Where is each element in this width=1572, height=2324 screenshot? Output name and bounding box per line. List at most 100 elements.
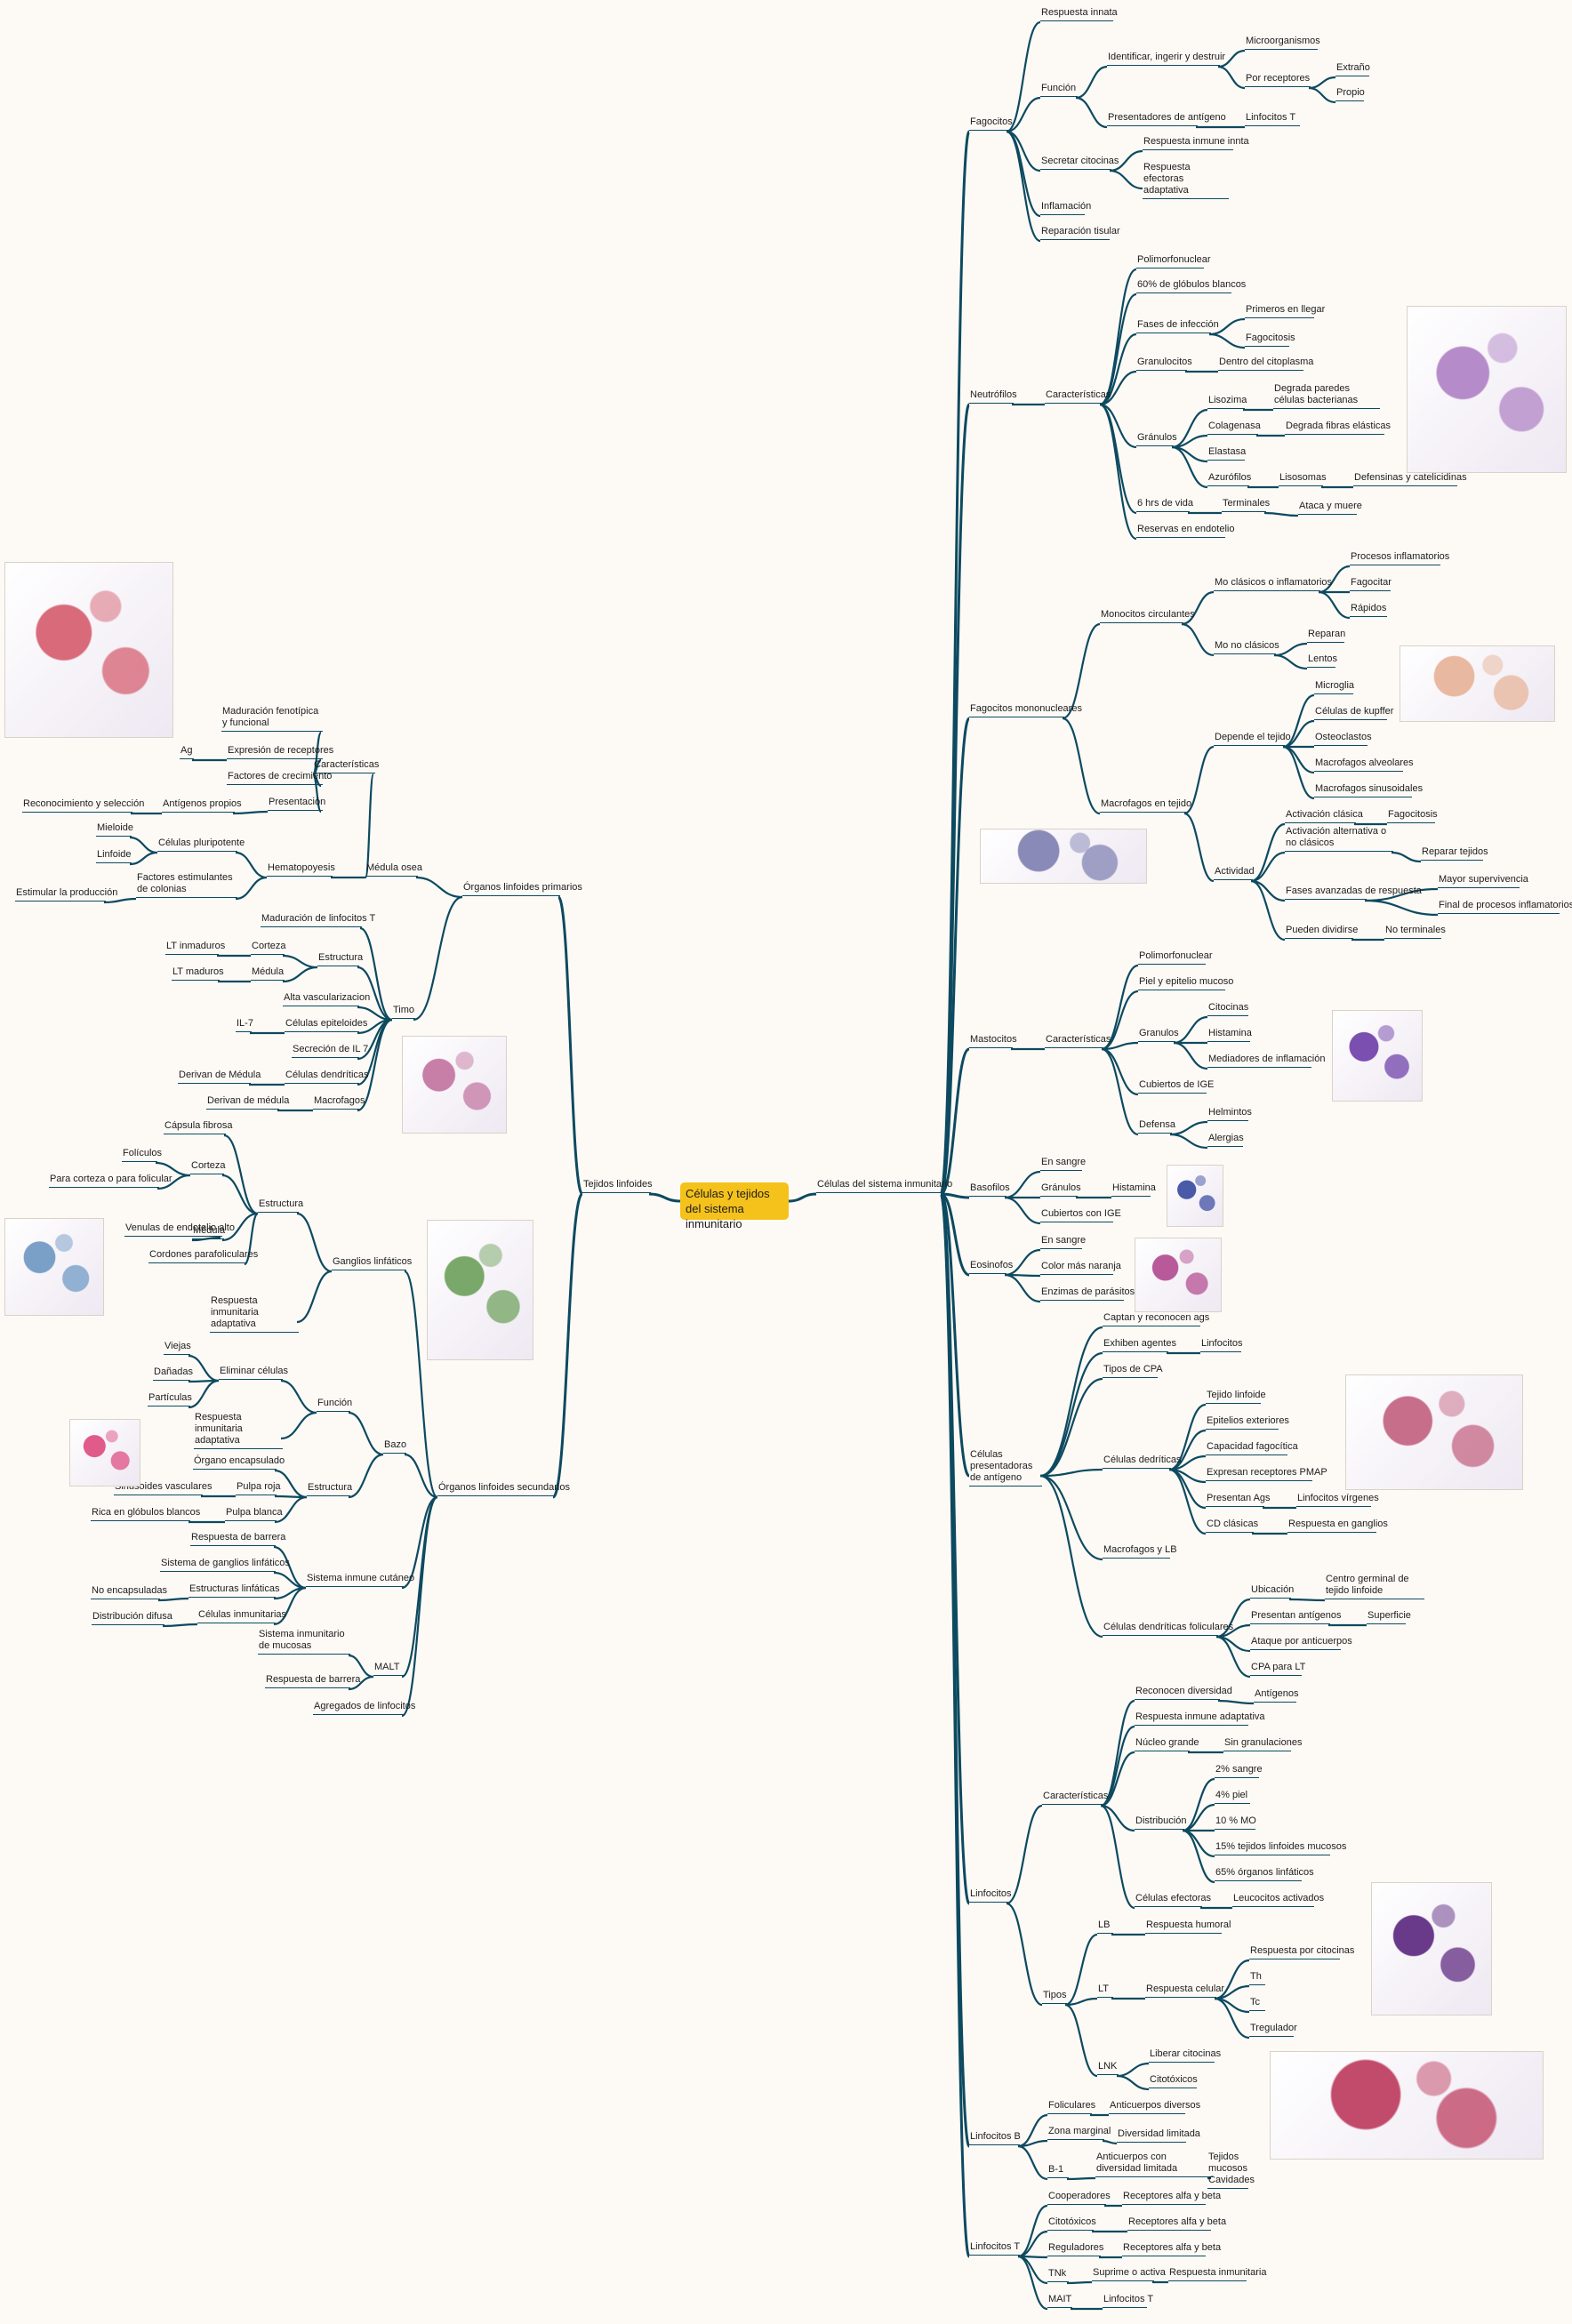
mind-map-node[interactable]: Dentro del citoplasma (1218, 357, 1313, 371)
mind-map-node[interactable]: Degrada fibras elásticas (1285, 421, 1391, 435)
mind-map-node[interactable]: Mieloide (96, 822, 133, 837)
mind-map-node[interactable]: Respuesta inmunitaria adaptativa (194, 1412, 283, 1449)
mind-map-node[interactable]: TNk (1047, 2268, 1069, 2282)
mind-map-node[interactable]: Anticuerpos diversos (1109, 2100, 1200, 2114)
mind-map-node[interactable]: Dañadas (153, 1366, 193, 1381)
mind-map-node[interactable]: Tc (1249, 1997, 1265, 2011)
mind-map-node[interactable]: Mayor supervivencia (1438, 874, 1528, 888)
mind-map-node[interactable]: Piel y epitelio mucoso (1138, 976, 1233, 990)
mind-map-node[interactable]: LB (1097, 1919, 1113, 1934)
mind-map-node[interactable]: Respuesta inmunitaria (1168, 2267, 1266, 2281)
mind-map-node[interactable]: Zona marginal (1047, 2126, 1111, 2140)
mind-map-node[interactable]: B-1 (1047, 2164, 1069, 2178)
mind-map-node[interactable]: Neutrófilos (969, 389, 1017, 404)
mind-map-node[interactable]: Capacidad fagocítica (1206, 1441, 1298, 1455)
mind-map-node[interactable]: Ag (180, 745, 194, 759)
mind-map-node[interactable]: Respuesta innata (1040, 7, 1118, 21)
mind-map-node[interactable]: Células presentadoras de antígeno (969, 1449, 1042, 1487)
mind-map-node[interactable]: Fases avanzadas de respuesta (1285, 886, 1422, 900)
mind-map-node[interactable]: 2% sangre (1215, 1764, 1263, 1778)
mind-map-node[interactable]: Presentan antígenos (1250, 1610, 1342, 1624)
mind-map-node[interactable]: Citotóxicos (1047, 2216, 1096, 2231)
mind-map-node[interactable]: Identificar, ingerir y destruir (1107, 52, 1225, 66)
mind-map-node[interactable]: Mo no clásicos (1214, 640, 1279, 654)
mind-map-node[interactable]: Células dendríticas (285, 1070, 369, 1084)
mind-map-node[interactable]: Características (313, 759, 379, 773)
mind-map-node[interactable]: Sistema de ganglios linfáticos (160, 1558, 290, 1572)
mind-map-node[interactable]: No terminales (1384, 925, 1446, 939)
mind-map-node[interactable]: Macrofagos sinusoidales (1314, 783, 1423, 797)
mind-map-node[interactable]: Ubicación (1250, 1584, 1294, 1599)
mind-map-node[interactable]: Reparación tisular (1040, 226, 1120, 240)
mind-map-node[interactable]: Elastasa (1207, 446, 1246, 461)
mind-map-node[interactable]: Helmintos (1207, 1107, 1252, 1121)
mind-map-node[interactable]: Médula (251, 966, 285, 981)
mind-map-node[interactable]: Fagocitos mononucleares (969, 703, 1082, 717)
mind-map-node[interactable]: Linfocitos B (969, 2131, 1021, 2145)
mind-map-node[interactable]: Derivan de médula (206, 1095, 289, 1110)
mind-map-node[interactable]: Ganglios linfáticos (332, 1256, 412, 1270)
mind-map-node[interactable]: Mo clásicos o inflamatorios (1214, 577, 1332, 591)
mind-map-node[interactable]: Epitelios exteriores (1206, 1415, 1289, 1430)
mind-map-node[interactable]: Estructuras linfáticas (188, 1583, 279, 1598)
mind-map-node[interactable]: MALT (373, 1662, 404, 1676)
mind-map-node[interactable]: Lentos (1307, 653, 1337, 668)
mind-map-node[interactable]: Expresión de receptores (227, 745, 333, 759)
mind-map-node[interactable]: Cápsula fibrosa (164, 1120, 232, 1134)
mind-map-node[interactable]: Respuesta celular (1145, 1983, 1224, 1998)
mind-map-node[interactable]: LT inmaduros (165, 941, 225, 955)
mind-map-node[interactable]: Antígenos (1254, 1688, 1299, 1703)
mind-map-node[interactable]: Tipos (1042, 1990, 1067, 2004)
mind-map-node[interactable]: Propio (1335, 87, 1365, 101)
mind-map-node[interactable]: Tregulador (1249, 2023, 1297, 2037)
mind-map-node[interactable]: Procesos inflamatorios (1350, 551, 1449, 565)
mind-map-node[interactable]: Linfoide (96, 849, 132, 863)
mind-map-node[interactable]: Cubiertos de IGE (1138, 1079, 1214, 1094)
mind-map-node[interactable]: Histamina (1111, 1182, 1156, 1197)
mind-map-node[interactable]: Reparan (1307, 629, 1345, 643)
mind-map-node[interactable]: Secreción de IL 7 (292, 1044, 368, 1058)
mind-map-node[interactable]: Diversidad limitada (1117, 2128, 1200, 2143)
mind-map-node[interactable]: Factores estimulantes de colonias (136, 872, 237, 898)
mind-map-node[interactable]: En sangre (1040, 1235, 1086, 1249)
mind-map-node[interactable]: Gránulos (1040, 1182, 1081, 1197)
mind-map-node[interactable]: Estimular la producción (15, 887, 117, 902)
mind-map-node[interactable]: Respuesta inmune adaptativa (1135, 1711, 1265, 1726)
mind-map-node[interactable]: Enzimas de parásitos (1040, 1286, 1135, 1301)
mind-map-node[interactable]: Secretar citocinas (1040, 156, 1119, 170)
mind-map-node[interactable]: Médula osea (365, 862, 422, 877)
mind-map-node[interactable]: Hematopoyesis (267, 862, 335, 877)
mind-map-node[interactable]: Fagocitos (969, 116, 1013, 131)
mind-map-node[interactable]: Ataque por anticuerpos (1250, 1636, 1352, 1650)
mind-map-node[interactable]: Fagocitar (1350, 577, 1392, 591)
mind-map-node[interactable]: Rápidos (1350, 603, 1387, 617)
mind-map-node[interactable]: Estructura (258, 1198, 303, 1213)
mind-map-node[interactable]: Derivan de Médula (178, 1070, 261, 1084)
mind-map-node[interactable]: Células dendríticas foliculares (1103, 1622, 1233, 1636)
mind-map-node[interactable]: Linfocitos vírgenes (1296, 1493, 1379, 1507)
mind-map-node[interactable]: Polimorfonuclear (1138, 950, 1213, 965)
mind-map-node[interactable]: Histamina (1207, 1028, 1252, 1042)
mind-map-node[interactable]: Corteza (190, 1160, 226, 1174)
mind-map-node[interactable]: Ataca y muere (1298, 501, 1362, 515)
mind-map-node[interactable]: Reguladores (1047, 2242, 1103, 2256)
mind-map-node[interactable]: Células de kupffer (1314, 706, 1393, 720)
mind-map-node[interactable]: Venulas de endotelio alto (124, 1222, 235, 1237)
mind-map-node[interactable]: Linfocitos (969, 1888, 1011, 1903)
mind-map-node[interactable]: Receptores alfa y beta (1127, 2216, 1226, 2231)
mind-map-node[interactable]: Mediadores de inflamación (1207, 1054, 1325, 1068)
mind-map-node[interactable]: Granulocitos (1136, 357, 1192, 371)
mind-map-node[interactable]: Degrada paredes células bacterianas (1273, 383, 1380, 409)
mind-map-node[interactable]: Linfocitos T (969, 2241, 1020, 2256)
mind-map-node[interactable]: Corteza (251, 941, 286, 955)
mind-map-node[interactable]: Expresan receptores PMAP (1206, 1467, 1327, 1481)
mind-map-node[interactable]: Granulos (1138, 1028, 1179, 1042)
mind-map-node[interactable]: Respuesta inmune innta (1143, 136, 1249, 150)
mind-map-node[interactable]: Presentan Ags (1206, 1493, 1271, 1507)
mind-map-node[interactable]: Receptores alfa y beta (1122, 2242, 1221, 2256)
mind-map-node[interactable]: Color más naranja (1040, 1261, 1121, 1275)
mind-map-node[interactable]: Función (317, 1398, 352, 1412)
mind-map-node[interactable]: Citotóxicos (1149, 2074, 1198, 2088)
mind-map-node[interactable]: Células pluripotente (157, 837, 245, 852)
mind-map-node[interactable]: Linfocitos (1200, 1338, 1242, 1352)
